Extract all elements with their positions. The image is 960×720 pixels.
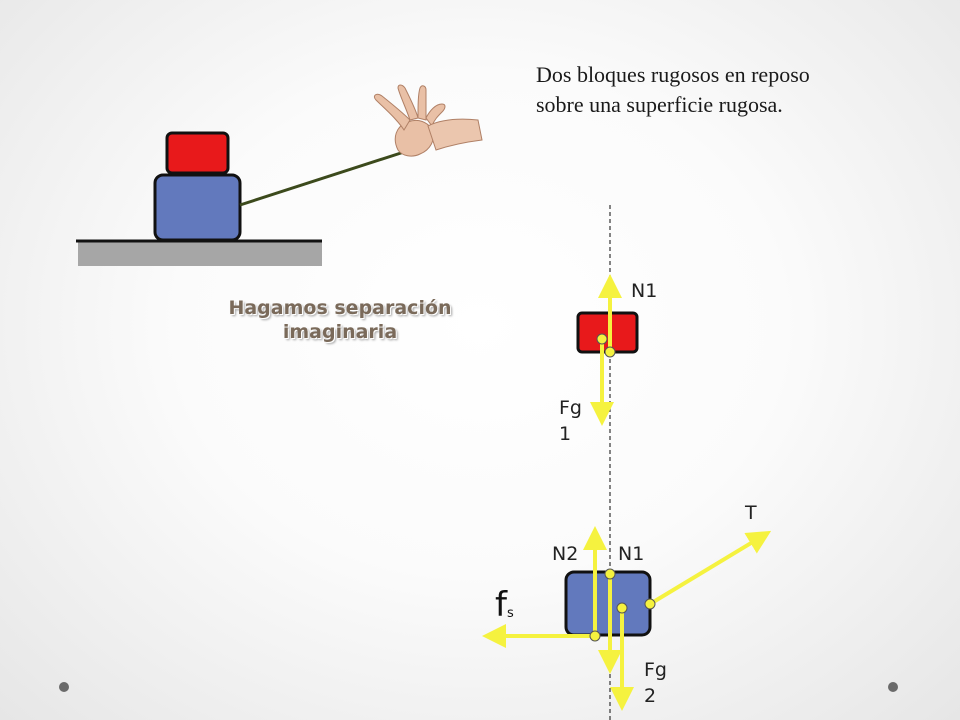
- label-fs: fs: [495, 588, 514, 630]
- label-fs-main: f: [495, 585, 507, 625]
- label-fg2: Fg 2: [644, 657, 667, 709]
- description-line-2: sobre una superficie rugosa.: [536, 92, 783, 117]
- label-fg2-index: 2: [644, 685, 657, 707]
- label-fg1: Fg 1: [559, 395, 582, 447]
- label-n1-top: N1: [631, 280, 658, 302]
- arrow-t: [648, 530, 772, 606]
- point-n2-fs: [589, 630, 601, 642]
- hand-icon: [373, 84, 483, 157]
- decor-dot-right: [888, 682, 898, 692]
- point-fg2: [616, 602, 628, 614]
- point-n1-bottom: [604, 568, 616, 580]
- bottom-block-scene: [153, 173, 242, 242]
- top-block-fbd: [576, 311, 639, 354]
- point-t: [644, 598, 656, 610]
- point-fg1: [596, 333, 608, 345]
- label-fg2-main: Fg: [644, 659, 667, 681]
- subtitle-line-1: Hagamos separación: [228, 297, 452, 319]
- label-fg1-main: Fg: [559, 397, 582, 419]
- point-n1-top: [604, 346, 616, 358]
- label-fs-sub: s: [506, 606, 514, 621]
- description-line-1: Dos bloques rugosos en reposo: [536, 62, 810, 87]
- label-n1-bottom: N1: [618, 543, 645, 565]
- top-block-scene: [165, 131, 230, 175]
- label-t: T: [745, 502, 757, 524]
- description-text: Dos bloques rugosos en reposo sobre una …: [536, 60, 896, 120]
- rope: [239, 150, 405, 207]
- decor-dot-left: [59, 682, 69, 692]
- label-fg1-index: 1: [559, 423, 572, 445]
- label-n2: N2: [552, 543, 579, 565]
- floor-surface: [78, 242, 322, 266]
- subtitle-line-2: imaginaria: [282, 321, 398, 343]
- subtitle-heading: Hagamos separación imaginaria: [196, 296, 484, 344]
